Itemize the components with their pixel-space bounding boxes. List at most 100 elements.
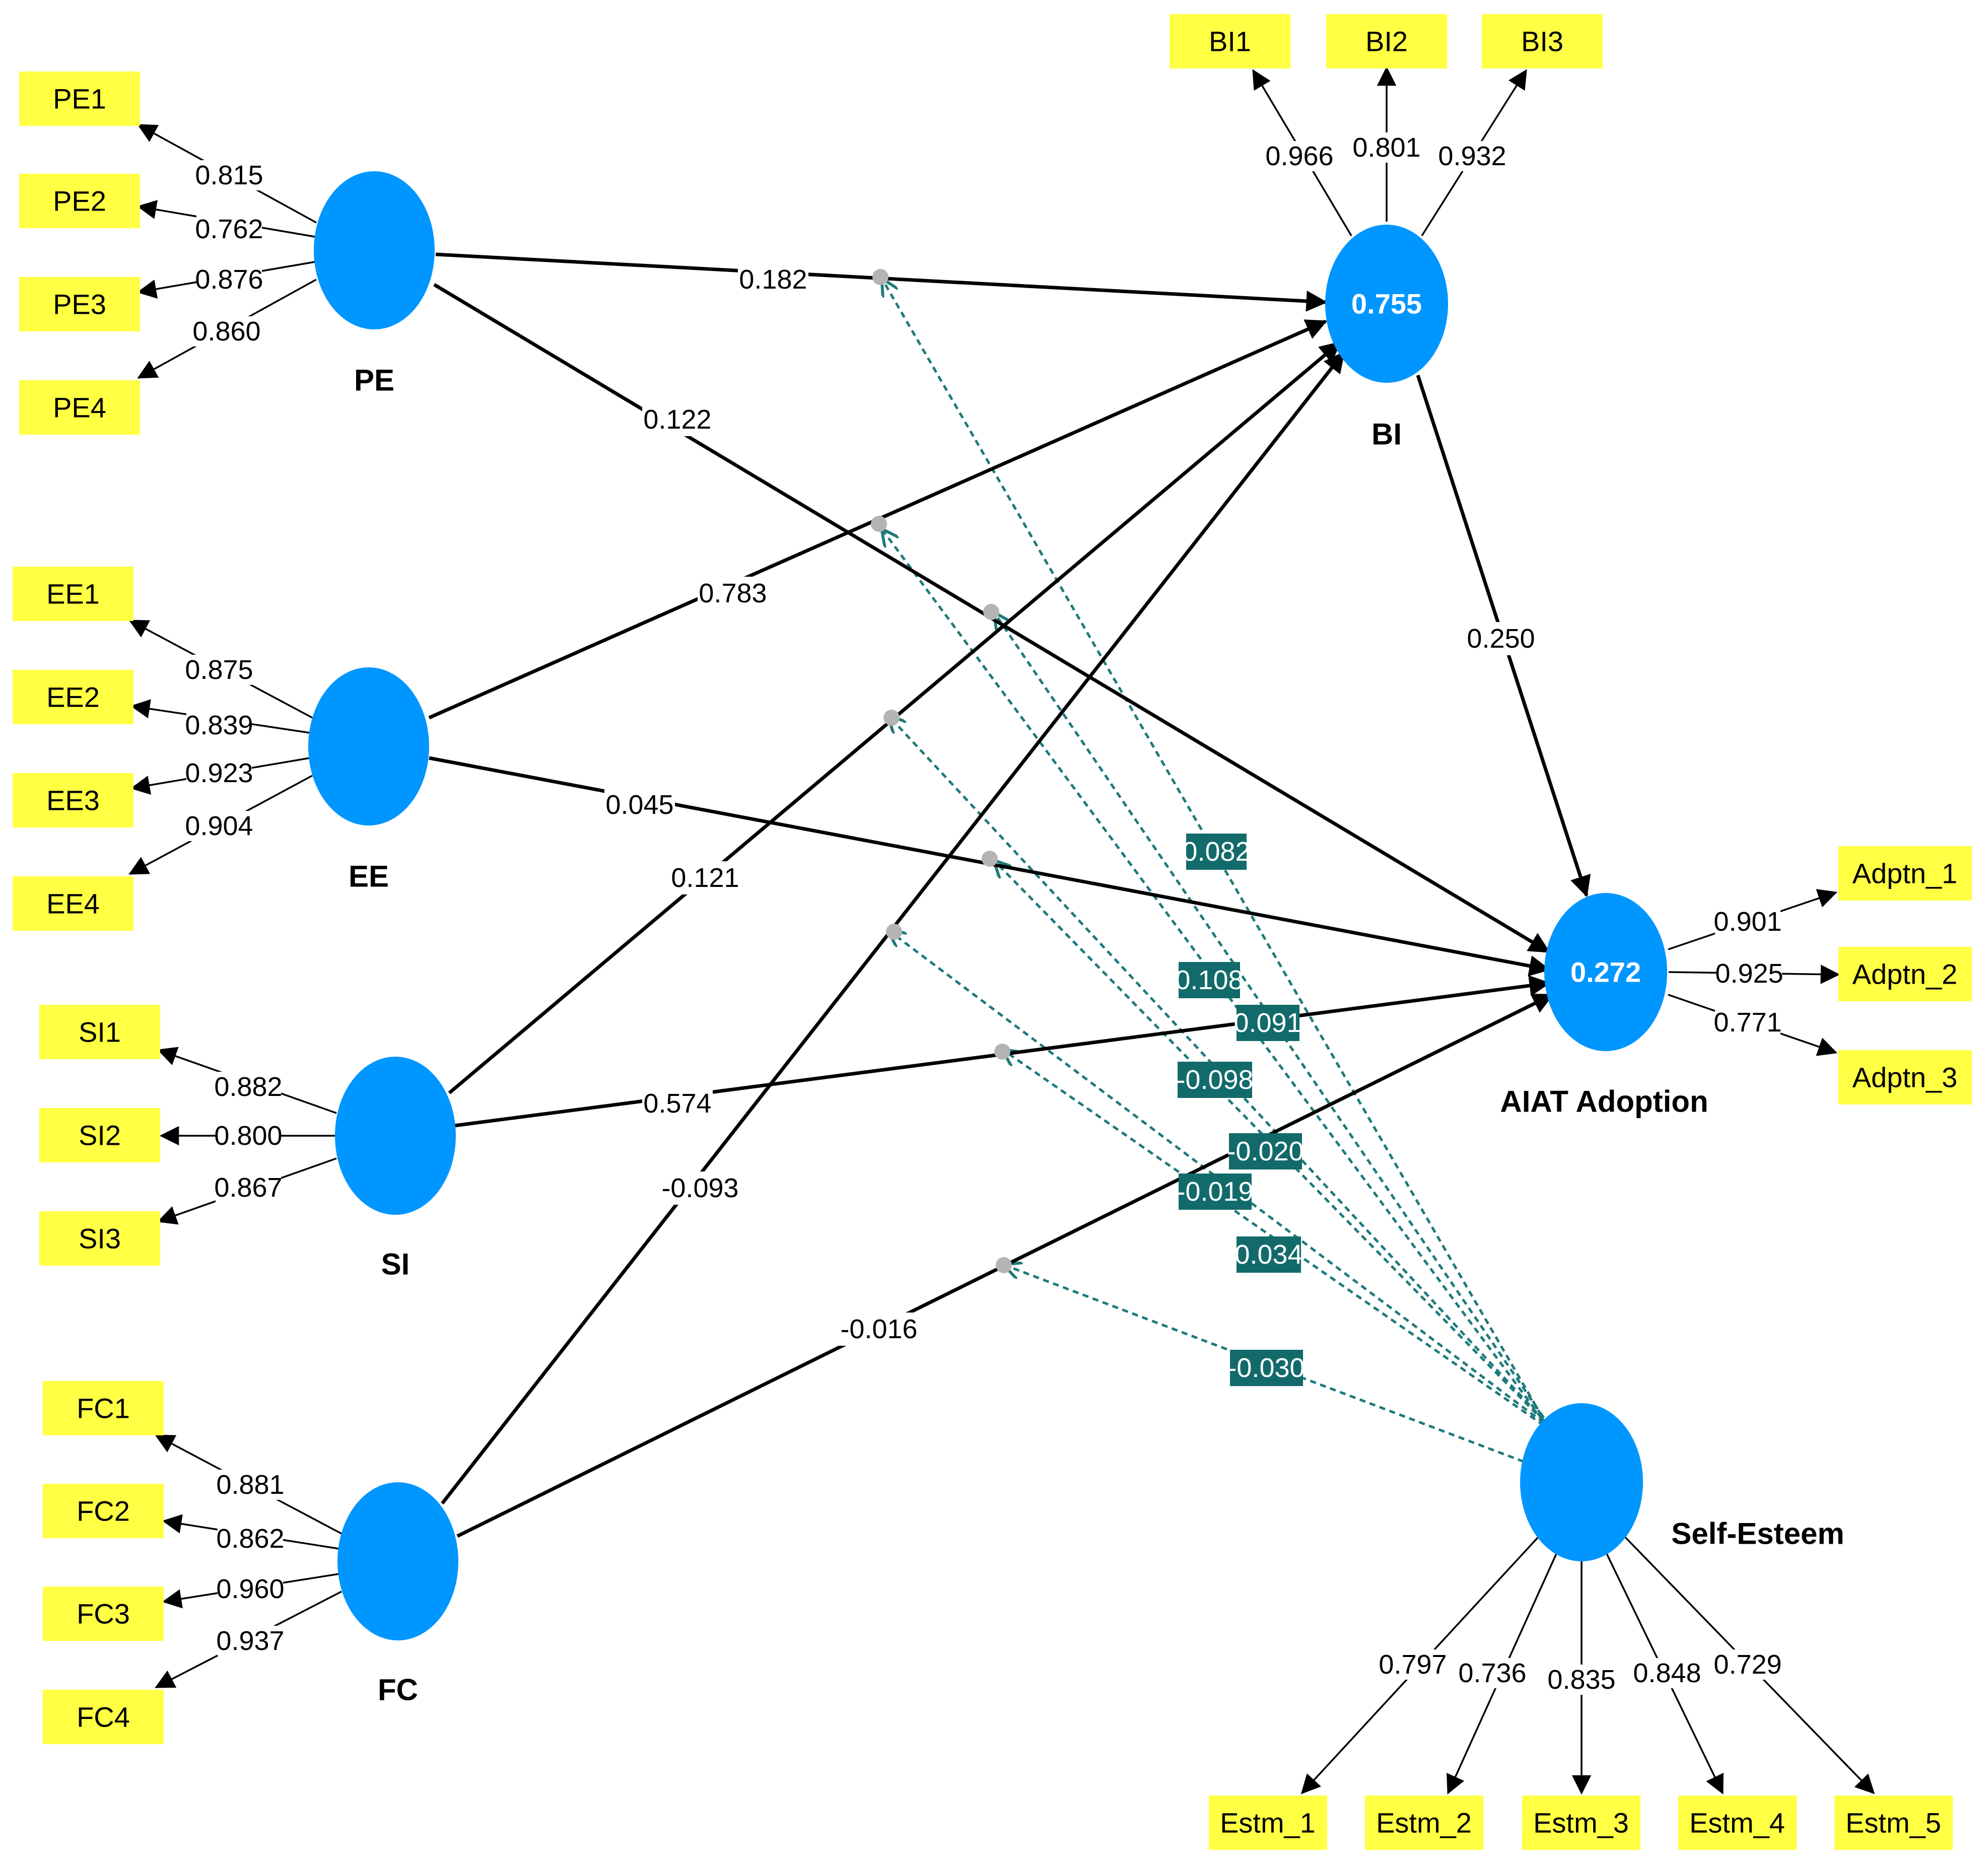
indicator-ee3[interactable]: EE3 bbox=[13, 773, 133, 828]
moderation-labels: 0.082 0.108 0.091 -0.098 -0.020 -0.019 0… bbox=[1175, 834, 1305, 1386]
indicator-label: Estm_3 bbox=[1533, 1807, 1629, 1839]
path-label-pe-adoption: 0.122 bbox=[643, 404, 711, 435]
indicator-label: Estm_2 bbox=[1376, 1807, 1472, 1839]
loading-label-ee1: 0.875 bbox=[185, 655, 253, 685]
construct-ee-name: EE bbox=[349, 860, 389, 893]
loading-label-ee3: 0.923 bbox=[185, 758, 253, 788]
indicator-si2[interactable]: SI2 bbox=[39, 1108, 160, 1162]
loading-label-estm3: 0.835 bbox=[1547, 1665, 1615, 1695]
construct-bi-name: BI bbox=[1372, 418, 1402, 451]
junction-dot bbox=[982, 851, 998, 867]
loading-label-fc4: 0.937 bbox=[216, 1626, 284, 1656]
construct-bi-circle[interactable] bbox=[1325, 225, 1448, 383]
path-label-fc-bi: -0.093 bbox=[661, 1173, 738, 1203]
construct-self-esteem-name: Self-Esteem bbox=[1671, 1517, 1844, 1551]
construct-si-circle[interactable] bbox=[335, 1057, 456, 1215]
loading-label-si3: 0.867 bbox=[214, 1173, 282, 1203]
construct-pe[interactable]: PE bbox=[314, 171, 435, 397]
indicator-ee1[interactable]: EE1 bbox=[13, 567, 133, 621]
indicator-label: Adptn_1 bbox=[1853, 858, 1958, 889]
path-coefficient-labels: 0.182 0.122 0.783 0.045 0.121 0.574 -0.0… bbox=[604, 263, 1536, 1346]
indicator-label: BI1 bbox=[1209, 26, 1251, 57]
loading-label-bi1: 0.966 bbox=[1265, 141, 1333, 171]
construct-adoption-circle[interactable] bbox=[1544, 893, 1667, 1051]
path-label-pe-bi: 0.182 bbox=[739, 264, 807, 295]
moderation-label-1: 0.082 bbox=[1182, 837, 1250, 867]
loading-label-bi2: 0.801 bbox=[1352, 132, 1420, 163]
construct-adoption[interactable]: 0.272 AIAT Adoption bbox=[1500, 893, 1708, 1119]
loading-label-fc3: 0.960 bbox=[216, 1574, 284, 1604]
indicator-label: SI2 bbox=[79, 1120, 121, 1151]
loading-label-ee4: 0.904 bbox=[185, 811, 253, 841]
indicator-label: EE3 bbox=[46, 785, 100, 816]
moderation-junctions bbox=[871, 269, 1012, 1273]
construct-fc-circle[interactable] bbox=[337, 1482, 458, 1640]
construct-si-name: SI bbox=[381, 1248, 410, 1281]
indicator-pe2[interactable]: PE2 bbox=[19, 174, 140, 228]
indicator-label: BI3 bbox=[1521, 26, 1563, 57]
indicator-estm4[interactable]: Estm_4 bbox=[1678, 1796, 1797, 1850]
construct-adoption-r2: 0.272 bbox=[1570, 956, 1641, 988]
indicator-label: PE3 bbox=[53, 289, 106, 320]
construct-bi[interactable]: 0.755 BI bbox=[1325, 225, 1448, 451]
moderation-label-7: 0.034 bbox=[1235, 1239, 1303, 1270]
path-label-si-bi: 0.121 bbox=[671, 863, 739, 893]
indicator-bi1[interactable]: BI1 bbox=[1170, 14, 1290, 68]
path-label-ee-bi: 0.783 bbox=[699, 578, 767, 608]
moderation-label-4: -0.098 bbox=[1176, 1065, 1253, 1095]
loading-label-pe4: 0.860 bbox=[192, 316, 260, 347]
moderation-label-6: -0.019 bbox=[1176, 1177, 1253, 1207]
indicator-fc3[interactable]: FC3 bbox=[43, 1587, 164, 1641]
loading-label-bi3: 0.932 bbox=[1438, 141, 1506, 171]
indicator-si1[interactable]: SI1 bbox=[39, 1005, 160, 1059]
indicator-ee2[interactable]: EE2 bbox=[13, 670, 133, 724]
indicator-label: EE1 bbox=[46, 578, 100, 610]
indicator-label: Estm_4 bbox=[1689, 1807, 1785, 1839]
indicator-adptn1[interactable]: Adptn_1 bbox=[1838, 846, 1972, 901]
construct-self-esteem[interactable]: Self-Esteem bbox=[1520, 1403, 1844, 1561]
indicator-fc2[interactable]: FC2 bbox=[43, 1484, 164, 1538]
loading-label-adptn3: 0.771 bbox=[1713, 1007, 1781, 1038]
construct-ee-circle[interactable] bbox=[308, 667, 429, 825]
indicator-estm2[interactable]: Estm_2 bbox=[1365, 1796, 1483, 1850]
loading-label-si2: 0.800 bbox=[214, 1121, 282, 1151]
indicator-label: FC2 bbox=[77, 1495, 130, 1527]
indicator-label: BI2 bbox=[1365, 26, 1408, 57]
loading-label-pe2: 0.762 bbox=[195, 214, 263, 244]
indicator-estm1[interactable]: Estm_1 bbox=[1209, 1796, 1327, 1850]
indicator-boxes: PE1 PE2 PE3 PE4 EE1 EE2 EE3 EE4 SI1 SI2 … bbox=[13, 14, 1972, 1850]
loading-label-estm5: 0.729 bbox=[1713, 1649, 1781, 1680]
moderation-label-8: -0.030 bbox=[1227, 1353, 1305, 1383]
construct-pe-circle[interactable] bbox=[314, 171, 435, 329]
indicator-label: SI1 bbox=[79, 1016, 121, 1048]
construct-fc[interactable]: FC bbox=[337, 1482, 458, 1707]
indicator-fc1[interactable]: FC1 bbox=[43, 1381, 164, 1435]
indicator-ee4[interactable]: EE4 bbox=[13, 876, 133, 931]
loading-label-adptn2: 0.925 bbox=[1715, 958, 1783, 989]
indicator-adptn3[interactable]: Adptn_3 bbox=[1838, 1050, 1972, 1105]
construct-self-esteem-circle[interactable] bbox=[1520, 1403, 1643, 1561]
indicator-estm3[interactable]: Estm_3 bbox=[1522, 1796, 1640, 1850]
loading-label-adptn1: 0.901 bbox=[1713, 907, 1781, 937]
moderation-line-6 bbox=[889, 931, 1545, 1424]
construct-ee[interactable]: EE bbox=[308, 667, 429, 893]
indicator-fc4[interactable]: FC4 bbox=[43, 1690, 164, 1744]
indicator-pe3[interactable]: PE3 bbox=[19, 277, 140, 331]
indicator-pe4[interactable]: PE4 bbox=[19, 380, 140, 435]
loading-labels: 0.815 0.762 0.876 0.860 0.875 0.839 0.92… bbox=[185, 132, 1784, 1695]
indicator-adptn2[interactable]: Adptn_2 bbox=[1838, 947, 1972, 1001]
indicator-estm5[interactable]: Estm_5 bbox=[1834, 1796, 1953, 1850]
loading-label-estm1: 0.797 bbox=[1379, 1649, 1447, 1680]
construct-si[interactable]: SI bbox=[335, 1057, 456, 1281]
construct-bi-r2: 0.755 bbox=[1351, 288, 1422, 320]
junction-dot bbox=[872, 269, 888, 285]
indicator-pe1[interactable]: PE1 bbox=[19, 72, 140, 126]
indicator-bi3[interactable]: BI3 bbox=[1482, 14, 1603, 68]
moderation-label-2: 0.108 bbox=[1175, 965, 1243, 995]
indicator-bi2[interactable]: BI2 bbox=[1326, 14, 1447, 68]
moderation-label-5: -0.020 bbox=[1226, 1136, 1304, 1166]
loading-label-ee2: 0.839 bbox=[185, 710, 253, 740]
indicator-label: FC3 bbox=[77, 1598, 130, 1630]
indicator-si3[interactable]: SI3 bbox=[39, 1211, 160, 1266]
